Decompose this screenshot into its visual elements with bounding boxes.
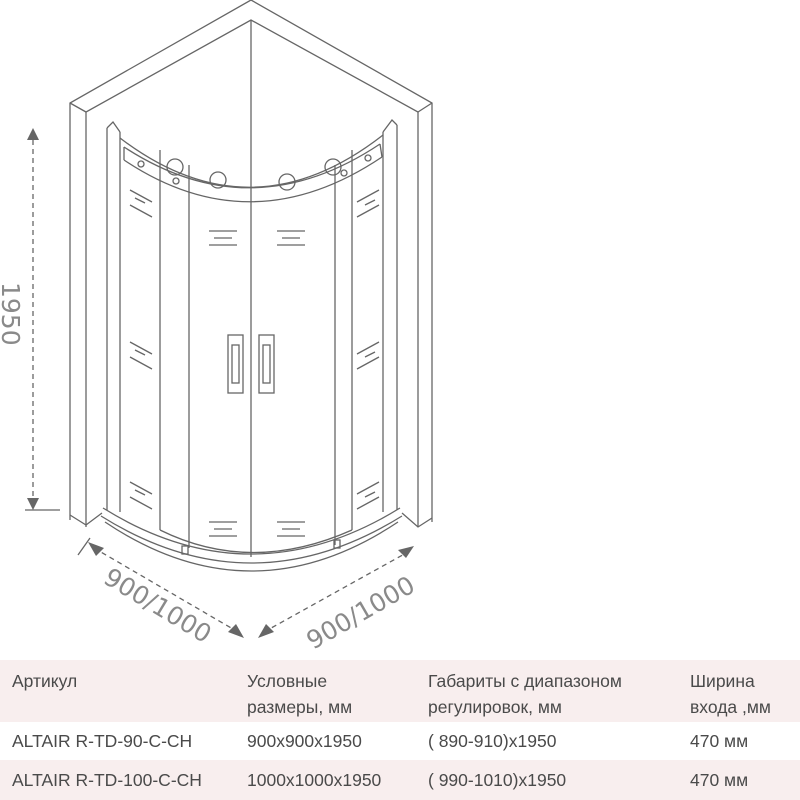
header-text: размеры, мм	[247, 697, 353, 717]
left-width-label: 900/1000	[99, 562, 217, 649]
glass-panels	[106, 119, 398, 554]
header-article: Артикул	[0, 660, 247, 722]
roller-icon	[209, 171, 227, 189]
top-rail	[123, 143, 383, 203]
cell-entry-width: 470 мм	[690, 731, 749, 751]
spec-table: Артикул Условные размеры, мм Габариты с д…	[0, 660, 800, 800]
roller-icon	[324, 158, 342, 176]
cell-dimensions: ( 990-1010)x1950	[428, 770, 567, 790]
shower-enclosure-drawing: 1950 900/1000 900/1000	[0, 0, 433, 655]
table-row: ALTAIR R-TD-90-C-CH 900x900x1950 ( 890-9…	[0, 722, 800, 760]
header-text: входа ,мм	[690, 697, 771, 717]
header-size: Условные размеры, мм	[247, 660, 428, 722]
header-text: Условные	[247, 671, 328, 691]
cell-entry-width: 470 мм	[690, 770, 749, 790]
shower-tray	[100, 507, 403, 572]
door-handle-right	[258, 334, 275, 394]
cell-dimensions: ( 890-910)x1950	[428, 731, 557, 751]
header-dimensions: Габариты с диапазоном регулировок, мм	[428, 660, 690, 722]
roller-icon	[278, 173, 296, 191]
header-text: регулировок, мм	[428, 697, 562, 717]
right-width-label: 900/1000	[302, 570, 420, 655]
cell-article: ALTAIR R-TD-90-C-CH	[12, 731, 193, 751]
header-text: Габариты с диапазоном	[428, 671, 622, 691]
door-handle-left	[227, 334, 244, 394]
header-entry-width: Ширина входа ,мм	[690, 660, 800, 722]
right-width-dimension: 900/1000	[258, 546, 420, 655]
glass-reflection-marks	[129, 189, 380, 537]
cell-size: 900x900x1950	[247, 731, 362, 751]
header-text: Артикул	[12, 671, 78, 691]
table-row: ALTAIR R-TD-100-C-CH 1000x1000x1950 ( 99…	[0, 760, 800, 800]
left-width-dimension: 900/1000	[77, 537, 244, 649]
cell-article: ALTAIR R-TD-100-C-CH	[12, 770, 202, 790]
height-dimension: 1950	[0, 128, 60, 511]
table-header-row: Артикул Условные размеры, мм Габариты с д…	[0, 660, 800, 722]
roller-icon	[166, 158, 184, 176]
wall-corner	[69, 0, 433, 557]
cell-size: 1000x1000x1950	[247, 770, 382, 790]
header-text: Ширина	[690, 671, 755, 691]
height-label: 1950	[0, 282, 25, 346]
